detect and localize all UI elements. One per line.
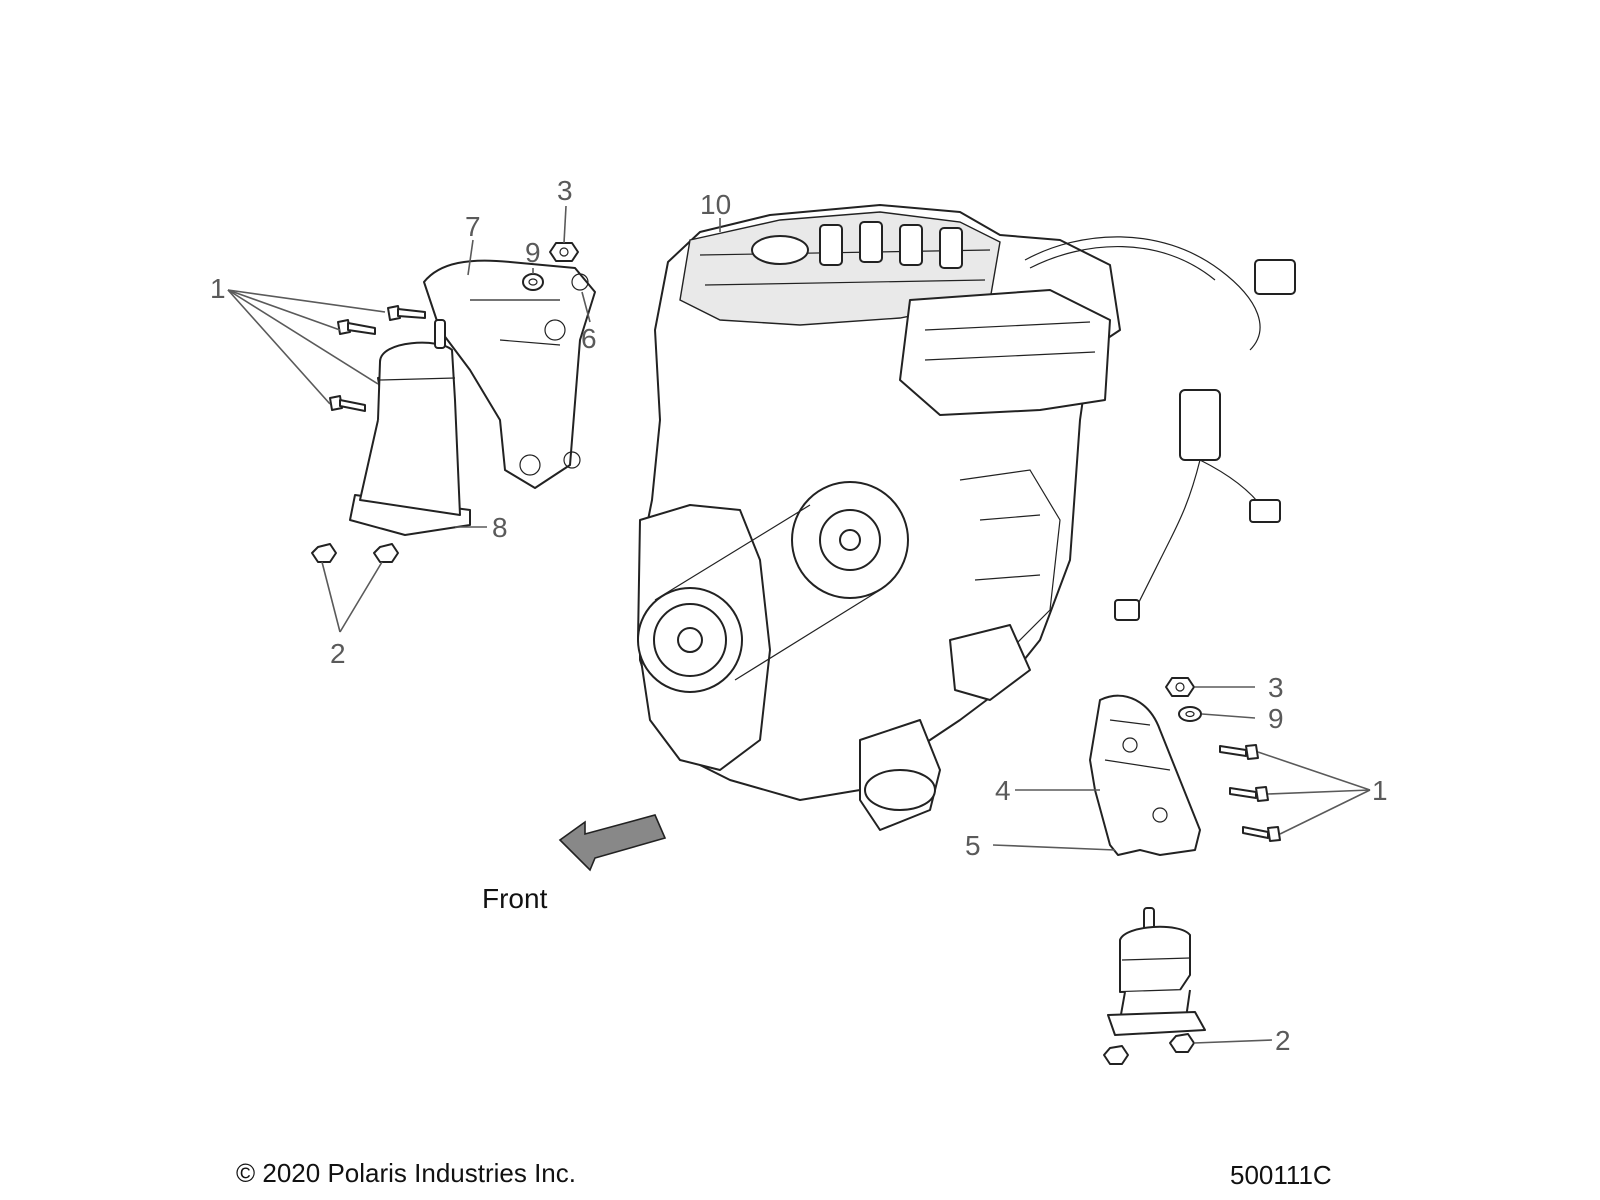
bolt-icon xyxy=(1229,786,1269,802)
callout-9-top: 9 xyxy=(525,237,541,268)
left-flange-nuts xyxy=(311,543,399,563)
leader-lines xyxy=(227,205,1371,1044)
front-arrow-icon xyxy=(558,814,667,872)
top-nut-icon xyxy=(549,242,579,262)
bolt-icon xyxy=(387,305,426,321)
callout-2-left: 2 xyxy=(330,638,346,669)
callout-3-top: 3 xyxy=(557,175,573,206)
flange-nut-icon xyxy=(1169,1033,1195,1053)
front-label: Front xyxy=(482,883,548,914)
callout-6: 6 xyxy=(581,323,597,354)
right-flange-nuts xyxy=(1103,1033,1195,1065)
left-engine-bracket xyxy=(423,259,596,489)
callout-9-right: 9 xyxy=(1268,703,1284,734)
bolt-icon xyxy=(329,395,366,412)
right-bolts xyxy=(1219,744,1281,842)
callout-10: 10 xyxy=(700,189,731,220)
flange-nut-icon xyxy=(1103,1045,1129,1065)
bolt-icon xyxy=(337,319,376,335)
right-engine-mount xyxy=(1107,907,1206,1036)
engine-assembly xyxy=(637,204,1121,831)
left-engine-mount xyxy=(349,319,471,536)
diagram-code: 500111C xyxy=(1230,1160,1332,1190)
bolt-icon xyxy=(1219,744,1259,760)
bolt-icon xyxy=(1242,826,1281,842)
flange-nut-icon xyxy=(373,543,399,563)
top-washer-icon xyxy=(522,273,544,291)
callout-numbers: 1 2 3 9 6 7 8 10 3 9 1 4 5 2 xyxy=(210,175,1388,1056)
callout-8: 8 xyxy=(492,512,508,543)
right-engine-bracket xyxy=(1089,694,1201,856)
callout-3-right: 3 xyxy=(1268,672,1284,703)
callout-5: 5 xyxy=(965,830,981,861)
right-nut-icon xyxy=(1165,677,1195,697)
copyright-text: © 2020 Polaris Industries Inc. xyxy=(236,1158,576,1188)
right-washer-icon xyxy=(1178,706,1202,722)
callout-1-left: 1 xyxy=(210,273,226,304)
callout-7: 7 xyxy=(465,211,481,242)
callout-4: 4 xyxy=(995,775,1011,806)
flange-nut-icon xyxy=(311,543,337,563)
callout-1-right: 1 xyxy=(1372,775,1388,806)
callout-2-right: 2 xyxy=(1275,1025,1291,1056)
wiring-harness xyxy=(1024,236,1296,621)
